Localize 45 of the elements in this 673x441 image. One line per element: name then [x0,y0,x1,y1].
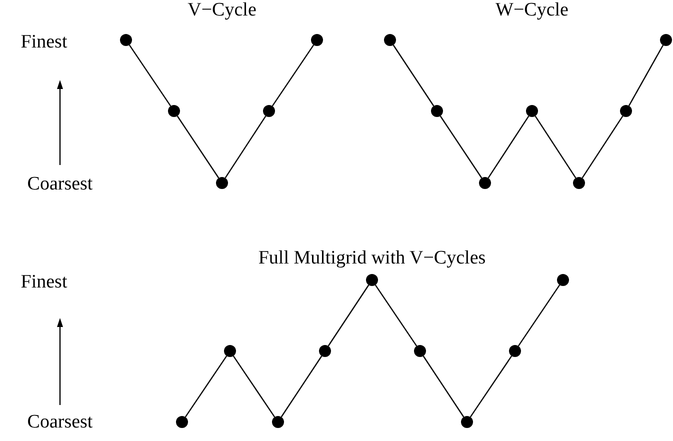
grid-level-dot [573,177,585,189]
level-label: Finest [20,272,68,292]
connector-line [280,356,322,418]
connector-line [582,116,624,178]
connector-line [488,116,530,178]
connector-line [518,284,560,346]
grid-level-dot [384,34,396,46]
diagram-heading: V−Cycle [188,0,256,20]
connector-line [232,356,276,418]
connector-line [534,116,576,178]
grid-level-dot [431,105,443,117]
level-label: Coarsest [27,412,93,432]
grid-level-dot [414,345,426,357]
level-label: Coarsest [27,174,93,194]
diagram-heading: W−Cycle [496,0,568,20]
grid-level-dot [224,345,236,357]
level-label: Finest [20,32,68,52]
grid-level-dot [216,177,228,189]
connector-line [440,116,482,178]
grid-level-dot [620,105,632,117]
grid-level-dot [526,105,538,117]
connector-line [128,44,172,106]
grid-level-dot [168,105,180,117]
grid-level-dot [509,345,521,357]
grid-level-dot [479,177,491,189]
grid-level-dot [557,274,569,286]
diagram-heading: Full Multigrid with V−Cycles [258,248,486,268]
connector-line [224,116,266,178]
connector-line [328,284,370,346]
grid-level-dot [366,274,378,286]
grid-level-dot [176,416,188,428]
grid-level-dot [319,345,331,357]
grid-level-dot [120,34,132,46]
grid-level-dot [263,105,275,117]
connector-line [272,44,314,106]
grid-level-dot [461,416,473,428]
connector-line [374,284,418,346]
grid-level-dot [272,416,284,428]
connector-line [184,356,228,418]
connector-line [628,44,664,106]
connector-line [470,356,512,418]
connector-line [392,44,434,106]
grid-level-dot [311,34,323,46]
grid-level-dot [660,34,672,46]
connector-line [176,116,220,178]
